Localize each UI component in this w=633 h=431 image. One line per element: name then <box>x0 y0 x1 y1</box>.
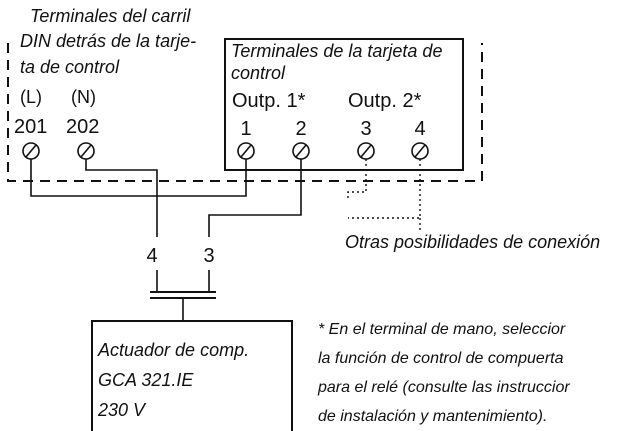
control-board-label-line-1: Terminales de la tarjeta de <box>231 41 442 61</box>
other-connections-label: Otras posibilidades de conexión <box>345 232 600 252</box>
din-rail-boundary <box>7 43 483 182</box>
output-label-1: Outp. 1* <box>232 90 306 112</box>
din-terminal-function-N: (N) <box>71 87 96 107</box>
board-terminal-number-3: 3 <box>360 118 371 140</box>
actuator-box <box>91 320 293 431</box>
footnote-line-2: la función de control de compuerta <box>318 350 564 367</box>
screw-terminal-201 <box>22 142 40 160</box>
din-rail-label-line-3: ta de control <box>20 57 120 77</box>
din-terminal-number-201: 201 <box>14 116 47 138</box>
other-connection-wire-4 <box>348 159 421 219</box>
footnote-line-1: * En el terminal de mano, seleccior <box>318 321 566 338</box>
wire-201-to-1 <box>30 159 247 197</box>
screw-terminal-4 <box>411 142 429 160</box>
footnote-line-4: de instalación y mantenimiento). <box>318 408 547 425</box>
screw-terminal-1 <box>237 142 255 160</box>
wire-label-4: 4 <box>146 245 157 267</box>
screw-terminal-2 <box>292 142 310 160</box>
actuator-line-1: Actuador de comp. <box>97 340 249 360</box>
wire-label-3: 3 <box>203 245 214 267</box>
actuator-line-3: 230 V <box>97 400 147 420</box>
control-board-label-line-2: control <box>231 63 286 83</box>
wire-2-to-actuator-3 <box>208 159 302 237</box>
output-label-2: Outp. 2* <box>348 90 422 112</box>
screw-terminal-3 <box>357 142 375 160</box>
din-terminal-function-L: (L) <box>20 87 42 107</box>
din-terminal-number-202: 202 <box>66 116 99 138</box>
other-connection-wire-3 <box>347 159 367 201</box>
board-terminal-number-2: 2 <box>295 118 306 140</box>
board-terminal-number-4: 4 <box>414 118 425 140</box>
din-rail-label-line-1: Terminales del carril <box>30 6 191 26</box>
actuator-line-2: GCA 321.IE <box>98 370 194 390</box>
wire-202-to-actuator-4 <box>85 159 158 237</box>
screw-terminal-202 <box>77 142 95 160</box>
din-rail-label-line-2: DIN detrás de la tarje- <box>20 31 196 51</box>
footnote-line-3: para el relé (consulte las instruccior <box>317 379 570 396</box>
board-terminal-number-1: 1 <box>240 118 251 140</box>
